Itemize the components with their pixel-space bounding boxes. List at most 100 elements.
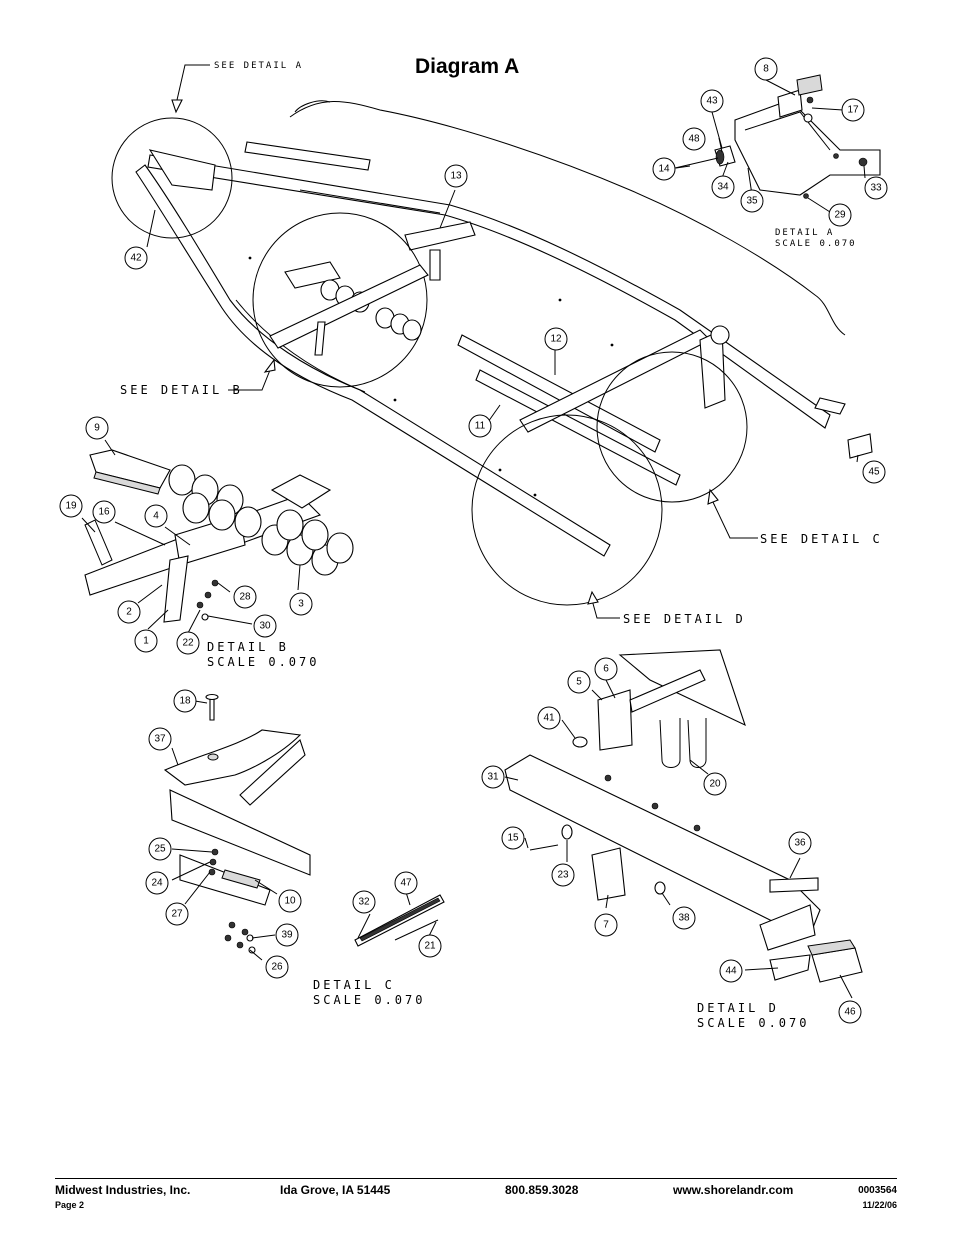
- callout-label: 26: [271, 962, 283, 973]
- detail-pointers: [171, 64, 758, 619]
- callout-label: 41: [543, 713, 555, 724]
- callout-3: 3: [289, 592, 313, 616]
- callout-22: 22: [176, 631, 200, 655]
- footer-phone: 800.859.3028: [505, 1183, 579, 1197]
- callout-label: 8: [763, 64, 769, 75]
- callout-label: 3: [298, 599, 304, 610]
- diagram-title: Diagram A: [415, 55, 519, 78]
- detail-b-drawing: [84, 449, 354, 623]
- callout-label: 4: [153, 511, 159, 522]
- callout-26: 26: [265, 955, 289, 979]
- detail-c-drawing: [163, 693, 445, 954]
- callout-label: 30: [259, 621, 271, 632]
- callout-1: 1: [134, 629, 158, 653]
- callout-12: 12: [544, 327, 568, 351]
- callout-20: 20: [703, 772, 727, 796]
- callout-47: 47: [394, 871, 418, 895]
- callout-label: 20: [709, 779, 721, 790]
- detail-d-name: DETAIL D: [697, 1001, 779, 1015]
- callout-4: 4: [144, 504, 168, 528]
- callout-label: 22: [182, 638, 194, 649]
- callout-label: 38: [678, 913, 690, 924]
- callout-label: 2: [126, 607, 132, 618]
- callout-35: 35: [740, 189, 764, 213]
- footer-company: Midwest Industries, Inc.: [55, 1183, 191, 1197]
- callout-label: 11: [475, 421, 486, 432]
- callout-32: 32: [352, 890, 376, 914]
- detail-a-circle: [111, 117, 233, 239]
- detail-d-scale: SCALE 0.070: [697, 1016, 809, 1030]
- page-footer: Midwest Industries, Inc. Ida Grove, IA 5…: [55, 1178, 897, 1210]
- callout-31: 31: [481, 765, 505, 789]
- callout-7: 7: [594, 913, 618, 937]
- callout-label: 18: [179, 696, 191, 707]
- callout-label: 44: [725, 966, 737, 977]
- callout-21: 21: [418, 934, 442, 958]
- callout-41: 41: [537, 706, 561, 730]
- callout-label: 19: [65, 501, 77, 512]
- callout-label: 45: [868, 467, 880, 478]
- callout-24: 24: [145, 871, 169, 895]
- footer-date: 11/22/06: [862, 1200, 897, 1210]
- callout-42: 42: [124, 246, 148, 270]
- callout-label: 37: [154, 734, 166, 745]
- callout-label: 43: [706, 96, 718, 107]
- callout-label: 10: [284, 896, 296, 907]
- callout-17: 17: [841, 98, 865, 122]
- callout-29: 29: [828, 203, 852, 227]
- callout-33: 33: [864, 176, 888, 200]
- see-detail-b: SEE DETAIL B: [120, 383, 243, 397]
- callout-label: 34: [717, 182, 729, 193]
- callout-label: 6: [603, 664, 609, 675]
- callout-label: 32: [358, 897, 370, 908]
- callout-label: 42: [130, 253, 142, 264]
- callout-18: 18: [173, 689, 197, 713]
- detail-b-circle: [252, 212, 428, 388]
- callout-label: 21: [424, 941, 436, 952]
- callout-label: 9: [94, 423, 100, 434]
- footer-doc-number: 0003564: [858, 1185, 897, 1196]
- see-detail-d: SEE DETAIL D: [623, 612, 746, 626]
- detail-d-circle: [471, 414, 663, 606]
- footer-website: www.shorelandr.com: [673, 1183, 794, 1197]
- callout-27: 27: [165, 902, 189, 926]
- callout-16: 16: [92, 500, 116, 524]
- callout-19: 19: [59, 494, 83, 518]
- callout-label: 7: [603, 920, 609, 931]
- callout-label: 25: [154, 844, 166, 855]
- detail-c-scale: SCALE 0.070: [313, 993, 425, 1007]
- callout-28: 28: [233, 585, 257, 609]
- callout-48: 48: [682, 127, 706, 151]
- callout-9: 9: [85, 416, 109, 440]
- callout-25: 25: [148, 837, 172, 861]
- callout-39: 39: [275, 923, 299, 947]
- callout-14: 14: [652, 157, 676, 181]
- callout-label: 36: [794, 838, 806, 849]
- callout-label: 15: [507, 833, 519, 844]
- callout-label: 33: [870, 183, 882, 194]
- callout-13: 13: [444, 164, 468, 188]
- callout-label: 35: [746, 196, 758, 207]
- callout-label: 14: [658, 164, 670, 175]
- callout-43: 43: [700, 89, 724, 113]
- callout-46: 46: [838, 1000, 862, 1024]
- callout-leaders: [81, 79, 866, 999]
- main-trailer-assembly: [135, 100, 873, 557]
- callout-45: 45: [862, 460, 886, 484]
- callout-label: 47: [400, 878, 412, 889]
- callout-8: 8: [754, 57, 778, 81]
- footer-page: Page 2: [55, 1200, 85, 1210]
- callout-label: 1: [143, 636, 149, 647]
- callout-label: 13: [450, 171, 462, 182]
- callout-label: 12: [550, 334, 562, 345]
- callout-10: 10: [278, 889, 302, 913]
- detail-a-drawing: [674, 74, 881, 199]
- detail-b-scale: SCALE 0.070: [207, 655, 319, 669]
- detail-b-name: DETAIL B: [207, 640, 289, 654]
- detail-a-scale: SCALE 0.070: [775, 239, 857, 249]
- callout-36: 36: [788, 831, 812, 855]
- callout-label: 29: [834, 210, 846, 221]
- detail-c-name: DETAIL C: [313, 978, 395, 992]
- callout-label: 16: [98, 507, 110, 518]
